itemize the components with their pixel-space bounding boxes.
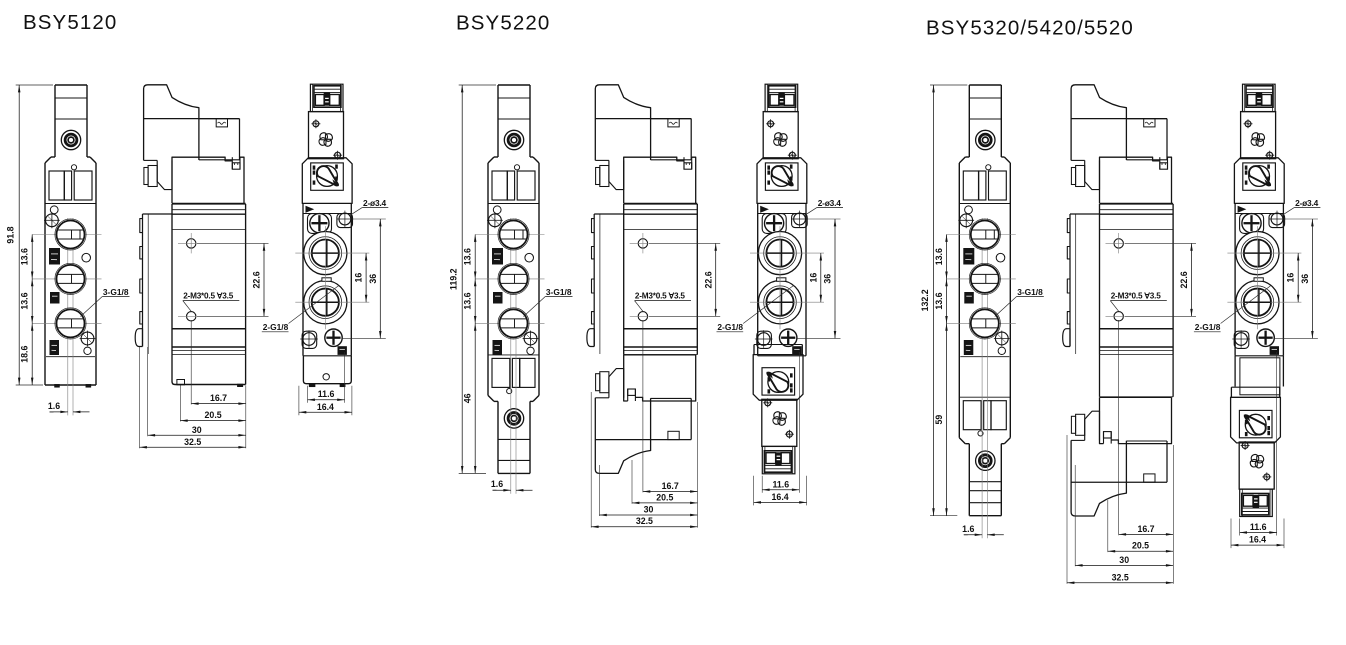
svg-text:13.6: 13.6	[20, 248, 30, 265]
svg-text:20.5: 20.5	[205, 410, 222, 420]
svg-text:3-G1/8: 3-G1/8	[546, 287, 572, 297]
svg-text:1.6: 1.6	[962, 524, 974, 534]
svg-text:1.6: 1.6	[48, 401, 60, 411]
svg-text:59: 59	[934, 415, 944, 425]
svg-text:22.6: 22.6	[252, 271, 262, 288]
svg-text:3-G1/8: 3-G1/8	[1017, 287, 1043, 297]
svg-text:3-G1/8: 3-G1/8	[103, 287, 129, 297]
svg-text:32.5: 32.5	[636, 516, 653, 526]
svg-text:13.6: 13.6	[934, 248, 944, 265]
svg-text:13.6: 13.6	[463, 248, 473, 265]
svg-text:46: 46	[463, 393, 473, 403]
svg-text:13.6: 13.6	[934, 292, 944, 309]
svg-text:BSY5220: BSY5220	[456, 12, 550, 35]
svg-text:2-G1/8: 2-G1/8	[717, 322, 743, 332]
svg-text:16: 16	[808, 273, 818, 283]
svg-text:22.6: 22.6	[1179, 271, 1189, 288]
svg-text:1.6: 1.6	[491, 479, 503, 489]
svg-text:18.6: 18.6	[20, 346, 30, 363]
svg-text:36: 36	[368, 274, 378, 284]
svg-text:20.5: 20.5	[656, 492, 673, 502]
svg-text:132.2: 132.2	[920, 289, 930, 311]
svg-text:30: 30	[644, 505, 654, 515]
svg-text:13.6: 13.6	[463, 292, 473, 309]
svg-text:36: 36	[1300, 274, 1310, 284]
svg-text:2-M3*0.5 ∀3.5: 2-M3*0.5 ∀3.5	[183, 292, 234, 301]
svg-text:30: 30	[1119, 555, 1129, 565]
svg-text:11.6: 11.6	[772, 479, 789, 489]
svg-text:91.8: 91.8	[6, 226, 16, 243]
svg-text:2-M3*0.5 ∀3.5: 2-M3*0.5 ∀3.5	[1111, 292, 1162, 301]
svg-text:16: 16	[1286, 273, 1296, 283]
svg-text:2-G1/8: 2-G1/8	[263, 322, 289, 332]
svg-text:20.5: 20.5	[1132, 541, 1149, 551]
svg-text:13.6: 13.6	[20, 292, 30, 309]
svg-text:16: 16	[354, 273, 364, 283]
svg-text:11.6: 11.6	[1250, 522, 1267, 532]
svg-text:16.7: 16.7	[1137, 524, 1154, 534]
svg-text:2-G1/8: 2-G1/8	[1195, 322, 1221, 332]
svg-text:2-M3*0.5 ∀3.5: 2-M3*0.5 ∀3.5	[635, 292, 686, 301]
svg-text:11.6: 11.6	[318, 389, 335, 399]
svg-text:2-ø3.4: 2-ø3.4	[1295, 198, 1319, 208]
svg-text:32.5: 32.5	[1112, 572, 1129, 582]
svg-text:BSY5320/5420/5520: BSY5320/5420/5520	[926, 17, 1134, 40]
svg-text:BSY5120: BSY5120	[23, 11, 117, 34]
svg-text:2-ø3.4: 2-ø3.4	[363, 198, 387, 208]
svg-text:16.4: 16.4	[317, 402, 334, 412]
svg-text:16.4: 16.4	[772, 492, 789, 502]
svg-text:32.5: 32.5	[184, 437, 201, 447]
svg-text:119.2: 119.2	[449, 268, 459, 290]
svg-text:22.6: 22.6	[703, 271, 713, 288]
svg-text:36: 36	[823, 274, 833, 284]
svg-text:16.7: 16.7	[662, 481, 679, 491]
svg-text:2-ø3.4: 2-ø3.4	[818, 198, 842, 208]
svg-text:30: 30	[192, 425, 202, 435]
svg-text:16.7: 16.7	[210, 393, 227, 403]
svg-text:16.4: 16.4	[1249, 535, 1266, 545]
